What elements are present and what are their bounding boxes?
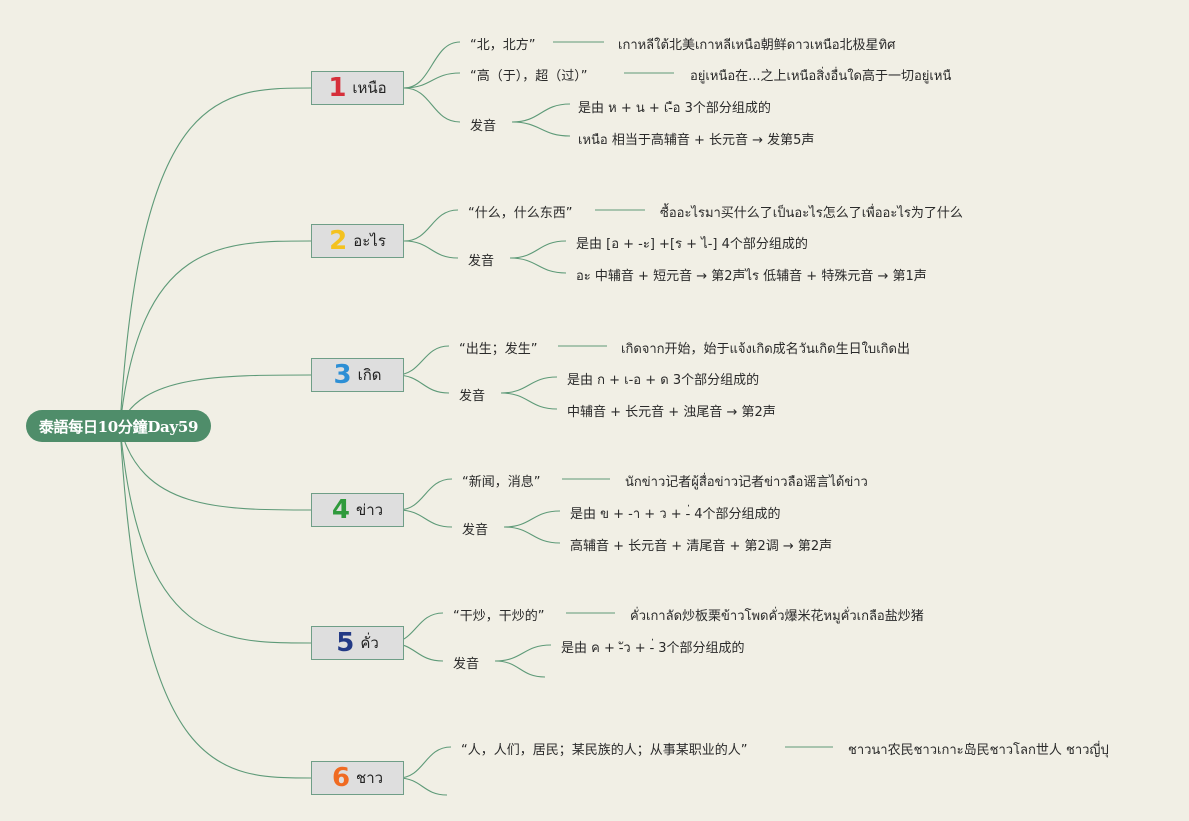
connector-line bbox=[403, 41, 461, 89]
connector-line bbox=[509, 257, 567, 274]
thai-word: อะไร bbox=[353, 232, 386, 250]
pronunciation-detail: อะ 中辅音 + 短元音 → 第2声ไร 低辅音 + 特殊元音 → 第1声 bbox=[576, 269, 927, 284]
number-badge-6: 6 bbox=[331, 763, 351, 793]
connector-line bbox=[397, 777, 448, 796]
word-node-5[interactable]: 5 คั่ว bbox=[311, 626, 404, 660]
meaning-label: “干炒，干炒的” bbox=[453, 609, 545, 624]
meaning-label: “新闻，消息” bbox=[462, 475, 541, 490]
connector-line bbox=[503, 526, 561, 544]
example-text: อยู่เหนือ在...之上เหนือสิ่งอื่นใด高于一切อยู่เห… bbox=[690, 69, 952, 84]
connector-line bbox=[500, 392, 558, 410]
example-text: ซื้ออะไรมา买什么了เป็นอะไร怎么了เพื่ออะไร为了什么 bbox=[660, 206, 963, 221]
word-node-6[interactable]: 6 ชาว bbox=[311, 761, 404, 795]
thai-word: ชาว bbox=[356, 769, 384, 787]
thai-word: เกิด bbox=[357, 366, 382, 384]
example-text: คั่วเกาลัด炒板栗ข้าวโพดคั่ว爆米花หมูคั่วเกลือ盐… bbox=[630, 609, 924, 624]
connector-line bbox=[494, 644, 552, 662]
connector-line bbox=[509, 240, 567, 259]
connector-line bbox=[511, 121, 571, 137]
word-node-1[interactable]: 1 เหนือ bbox=[311, 71, 404, 105]
connector-line bbox=[403, 240, 459, 259]
pronunciation-detail: 是由 [อ + -ะ] +[ร + ไ-] 4个部分组成的 bbox=[576, 237, 808, 252]
example-text: เกิดจาก开始，始于แจ้งเกิด成名วันเกิด生日ใบเกิด出 bbox=[621, 342, 910, 357]
connector-line bbox=[119, 425, 312, 779]
connector-line bbox=[119, 374, 312, 427]
meaning-label: “人，人们，居民；某民族的人；从事某职业的人” bbox=[461, 743, 748, 758]
connector-line bbox=[494, 660, 546, 678]
pronunciation-label: 发音 bbox=[468, 254, 495, 269]
meaning-label: “高（于），超（过）” bbox=[470, 69, 588, 84]
connector-line bbox=[397, 746, 452, 779]
example-text: นักข่าว记者ผู้สื่อข่าว记者ข่าวลือ谣言ได้ข่าว bbox=[625, 475, 868, 490]
connector-line bbox=[403, 87, 461, 123]
thai-word: เหนือ bbox=[352, 79, 387, 97]
connector-line bbox=[397, 509, 453, 528]
connector-line bbox=[511, 103, 571, 123]
connector-line bbox=[403, 209, 459, 242]
thai-word: ข่าว bbox=[355, 501, 384, 519]
meaning-label: “出生；发生” bbox=[459, 342, 538, 357]
root-node[interactable]: 泰語每日10分鐘Day59 bbox=[26, 410, 211, 442]
pronunciation-detail: 是由 ค + -ัว + -่ 3个部分组成的 bbox=[561, 641, 745, 656]
pronunciation-detail: 是由 ห + น + เ-ือ 3个部分组成的 bbox=[578, 101, 771, 116]
pronunciation-label: 发音 bbox=[453, 657, 480, 672]
example-text: เกาหลีใต้北美เกาหลีเหนือ朝鲜ดาวเหนือ北极星ทิศ bbox=[618, 38, 896, 53]
meaning-label: “什么，什么东西” bbox=[468, 206, 573, 221]
pronunciation-detail: 高辅音 + 长元音 + 清尾音 + 第2调 → 第2声 bbox=[570, 539, 833, 554]
pronunciation-detail: เหนือ 相当于高辅音 + 长元音 → 发第5声 bbox=[578, 133, 815, 148]
pronunciation-label: 发音 bbox=[459, 389, 486, 404]
example-text: ชาวนา农民ชาวเกาะ岛民ชาวโลก世人 ชาวญี่ปุ bbox=[848, 743, 1109, 758]
connector-line bbox=[403, 72, 461, 89]
connector-line bbox=[119, 425, 312, 644]
connector-line bbox=[119, 87, 312, 427]
connector-line bbox=[119, 425, 312, 511]
number-badge-2: 2 bbox=[329, 226, 348, 256]
number-badge-4: 4 bbox=[331, 495, 350, 525]
word-node-3[interactable]: 3 เกิด bbox=[311, 358, 404, 392]
pronunciation-detail: 是由 ก + เ-อ + ด 3个部分组成的 bbox=[567, 373, 760, 388]
number-badge-3: 3 bbox=[333, 360, 352, 390]
pronunciation-label: 发音 bbox=[470, 119, 497, 134]
connector-line bbox=[119, 240, 312, 427]
meaning-label: “北，北方” bbox=[470, 38, 536, 53]
connector-line bbox=[503, 510, 561, 528]
thai-word: คั่ว bbox=[360, 634, 379, 652]
pronunciation-label: 发音 bbox=[462, 523, 489, 538]
word-node-2[interactable]: 2 อะไร bbox=[311, 224, 404, 258]
pronunciation-detail: 是由 ข + -า + ว + -่ 4个部分组成的 bbox=[570, 507, 781, 522]
connector-line bbox=[397, 478, 453, 511]
number-badge-5: 5 bbox=[336, 628, 355, 658]
number-badge-1: 1 bbox=[328, 73, 347, 103]
connector-line bbox=[500, 376, 558, 394]
pronunciation-detail: 中辅音 + 长元音 + 浊尾音 → 第2声 bbox=[567, 405, 776, 420]
word-node-4[interactable]: 4 ข่าว bbox=[311, 493, 404, 527]
